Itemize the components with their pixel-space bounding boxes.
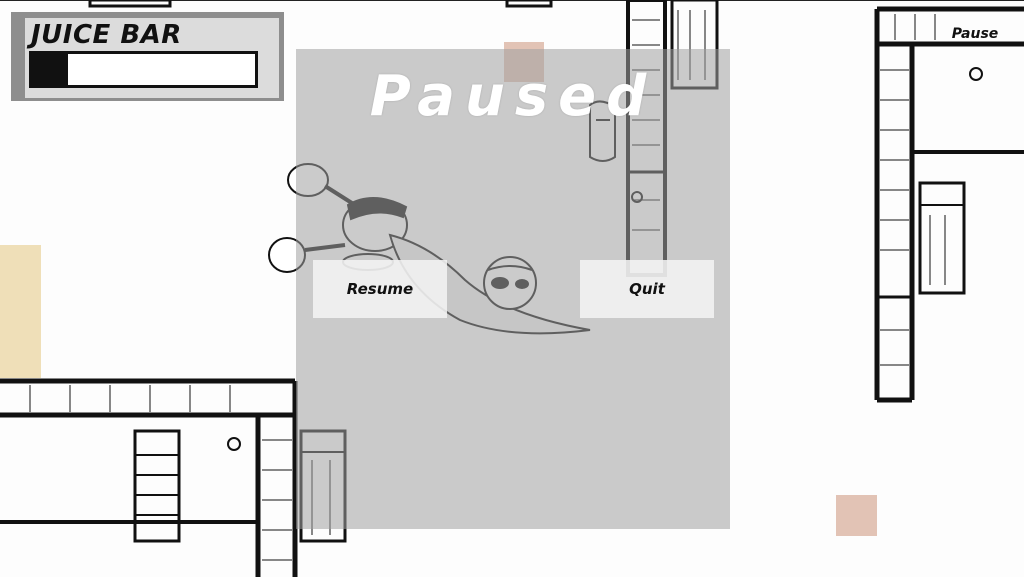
bottom-left-room xyxy=(0,378,347,577)
juice-bar-meter xyxy=(29,51,258,88)
pause-button[interactable]: Pause xyxy=(951,26,999,42)
juice-bar-hud: JUICE BAR xyxy=(11,12,284,101)
sand-zone xyxy=(0,245,41,378)
right-room xyxy=(874,6,1024,403)
quit-button[interactable]: Quit xyxy=(580,260,714,318)
juice-bar-title: JUICE BAR xyxy=(31,20,182,50)
resume-button[interactable]: Resume xyxy=(313,260,447,318)
juice-bar-fill xyxy=(32,54,68,85)
pink-marker-bottom xyxy=(836,495,877,536)
paused-title: Paused xyxy=(369,64,657,129)
